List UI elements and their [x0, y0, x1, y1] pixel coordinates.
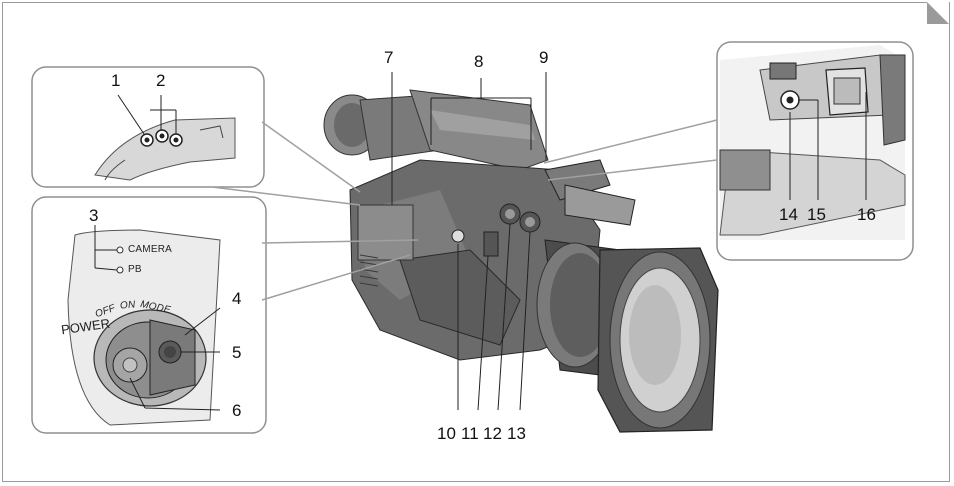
camera-lamp-icon: [116, 246, 124, 254]
callout-10: 10: [437, 424, 456, 443]
on-label: ON: [119, 299, 136, 312]
microphone: [564, 184, 636, 226]
callout-12: 12: [483, 424, 502, 443]
callout-13: 13: [507, 424, 526, 443]
callout-9: 9: [539, 48, 549, 67]
callout-2: 2: [156, 71, 166, 90]
callout-3: 3: [89, 206, 99, 225]
side-panel: [357, 204, 414, 261]
callout-15: 15: [807, 205, 826, 224]
callout-lines: [391, 72, 547, 411]
inset-jacks-panel: [31, 66, 265, 188]
jack-10: [451, 229, 465, 243]
inset-handle-detail: [716, 41, 914, 261]
callout-5: 5: [232, 343, 242, 362]
callout-7: 7: [384, 48, 394, 67]
pb-label: PB: [128, 264, 142, 275]
inset-power-switch: [31, 196, 267, 434]
microphone-holder: [544, 159, 611, 201]
callout-16: 16: [857, 205, 876, 224]
callout-11: 11: [461, 424, 479, 443]
callout-4: 4: [232, 289, 242, 308]
callout-8: 8: [474, 52, 484, 71]
corner-marker: [927, 2, 949, 24]
callout-14: 14: [779, 205, 798, 224]
camera-label: CAMERA: [128, 244, 172, 255]
camcorder-body: [323, 89, 719, 433]
connector-lines: [211, 119, 718, 301]
callout-1: 1: [111, 71, 121, 90]
callout-6: 6: [232, 401, 242, 420]
pb-lamp-icon: [116, 266, 124, 274]
